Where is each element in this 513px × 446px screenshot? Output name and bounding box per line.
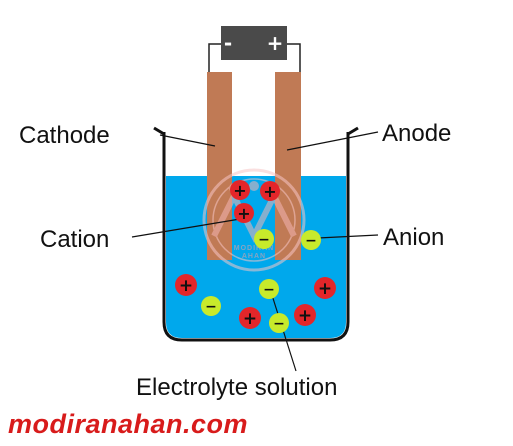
anode-electrode: [275, 72, 301, 260]
cathode-leader: [159, 134, 216, 147]
anion-label: Anion: [383, 224, 444, 251]
cation-ion: +: [234, 203, 254, 223]
anion-ion: −: [259, 279, 279, 299]
cation-ion: +: [260, 181, 280, 201]
battery: [221, 26, 287, 60]
cation-ion: +: [314, 277, 336, 299]
anion-ion: −: [301, 230, 321, 250]
cation-label: Cation: [40, 226, 109, 253]
cathode-electrode: [207, 72, 232, 260]
anion-ion: −: [201, 296, 221, 316]
cation-ion: +: [230, 180, 250, 200]
cation-ion: +: [175, 274, 197, 296]
svg-text:+: +: [179, 276, 193, 296]
beaker-lip-left: [153, 126, 165, 136]
svg-text:+: +: [243, 309, 257, 329]
beaker: [162, 132, 350, 342]
anode-leader: [286, 131, 379, 151]
wire-negative: [208, 43, 221, 72]
wire-positive: [287, 43, 301, 72]
cation-leader: [131, 218, 241, 238]
cation-ion: +: [239, 307, 261, 329]
anion-leader: [317, 234, 379, 239]
site-watermark-text: modiranahan.com: [8, 409, 248, 439]
svg-text:−: −: [263, 282, 275, 298]
anion-ion: −: [254, 229, 274, 249]
anode-label: Anode: [382, 120, 451, 147]
svg-text:−: −: [258, 232, 270, 248]
cation-ion: +: [294, 304, 316, 326]
electrolyte-label: Electrolyte solution: [136, 374, 337, 401]
watermark-text-2: AHAN: [242, 253, 266, 260]
svg-text:−: −: [305, 233, 317, 249]
svg-text:−: −: [273, 316, 285, 332]
svg-text:+: +: [318, 279, 332, 299]
svg-text:+: +: [263, 182, 276, 201]
anion-ion: −: [269, 313, 289, 333]
svg-text:−: −: [205, 299, 217, 315]
svg-text:+: +: [237, 204, 250, 223]
battery-negative-sign: -: [224, 31, 232, 55]
watermark-text-1: MODIRAN: [234, 245, 274, 252]
svg-text:+: +: [298, 306, 312, 326]
cathode-label: Cathode: [19, 122, 110, 149]
svg-text:+: +: [233, 181, 246, 200]
battery-positive-sign: +: [267, 31, 284, 55]
beaker-lip-right: [347, 126, 359, 136]
